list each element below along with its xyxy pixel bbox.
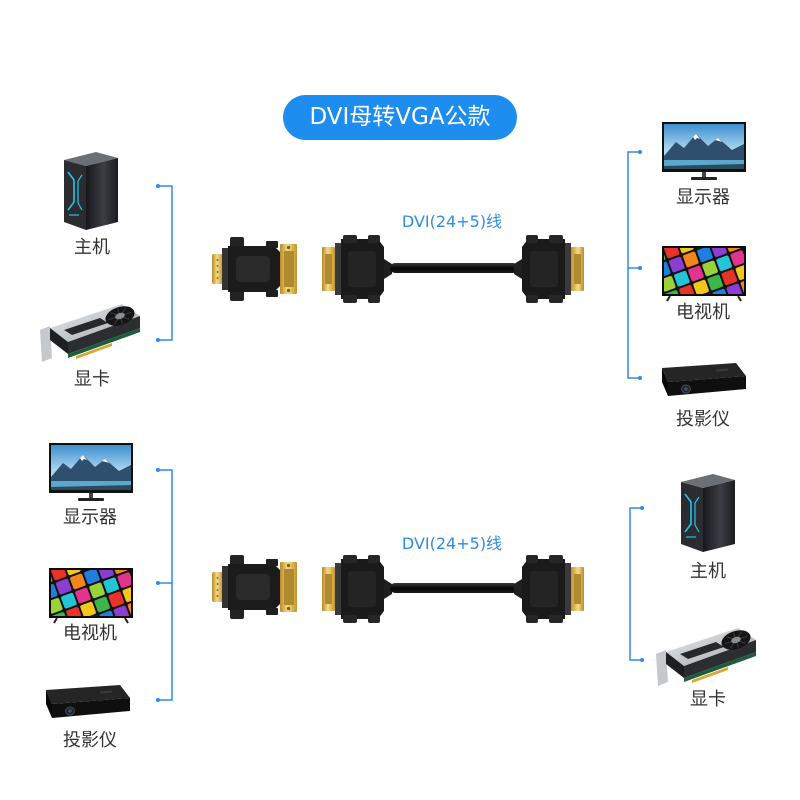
bracket-top-left: [158, 185, 173, 341]
cable-label: DVI(24+5)线: [401, 212, 503, 231]
bracket-bottom-right: [629, 507, 642, 661]
device-label: 主机: [74, 237, 110, 258]
device-label: 投影仪: [676, 409, 730, 430]
tv-icon: [49, 568, 133, 624]
pc-tower-icon: [680, 473, 736, 552]
device-label: 显卡: [74, 369, 110, 390]
dvi-plug-left-icon: [322, 235, 392, 303]
bracket-bottom-left: [158, 469, 173, 701]
tv-icon: [662, 246, 746, 302]
device-label: 显示器: [676, 187, 730, 208]
title-pill: DVI母转VGA公款: [283, 95, 517, 140]
bracket-top-right: [627, 151, 640, 379]
dvi-to-vga-adapter-icon: [212, 237, 297, 301]
dvi-plug-right-icon: [514, 555, 584, 623]
monitor-icon: [662, 122, 746, 180]
pc-tower-icon: [63, 151, 119, 230]
dvi-plug-right-icon: [514, 235, 584, 303]
graphics-card-icon: [655, 626, 757, 687]
dvi-to-vga-adapter-icon: [212, 555, 297, 619]
cable-label: DVI(24+5)线: [401, 534, 503, 553]
dvi-cable: [390, 263, 518, 273]
device-label: 主机: [690, 561, 726, 582]
dvi-plug-left-icon: [322, 555, 392, 623]
page-title: DVI母转VGA公款: [309, 104, 491, 130]
projector-icon: [661, 362, 746, 397]
device-label: 显卡: [690, 689, 726, 710]
device-label: 投影仪: [63, 730, 117, 751]
device-label: 电视机: [63, 623, 117, 644]
monitor-icon: [49, 443, 133, 501]
device-label: 电视机: [676, 302, 730, 323]
graphics-card-icon: [39, 302, 141, 363]
projector-icon: [45, 684, 130, 719]
device-label: 显示器: [63, 507, 117, 528]
dvi-cable: [390, 583, 518, 593]
